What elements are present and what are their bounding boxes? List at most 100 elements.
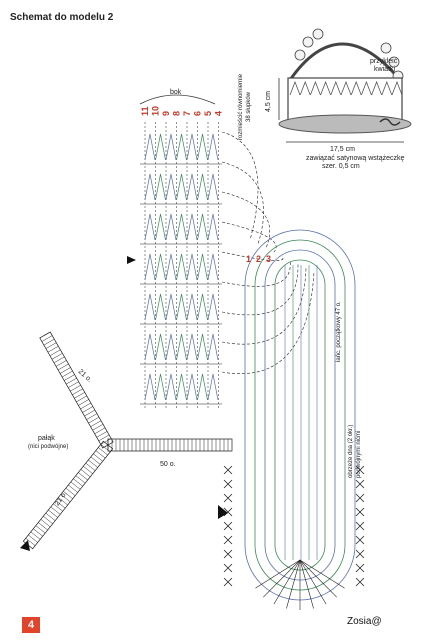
handle-arms <box>22 331 233 550</box>
handle-stitch <box>55 360 67 367</box>
handle-stitch <box>53 356 65 364</box>
oval-ring <box>274 259 326 571</box>
basket-width-label: 17,5 cm <box>330 146 355 153</box>
edge-stitch <box>355 521 365 531</box>
edge-stitch <box>355 507 365 517</box>
handle-stitch <box>39 331 51 339</box>
handle-stitch <box>43 338 55 346</box>
handle-stitch <box>88 459 98 468</box>
edge-stitch <box>355 577 365 587</box>
start-arrow-side <box>127 256 136 264</box>
fan-stitch <box>144 253 156 281</box>
flower-icon <box>294 49 306 61</box>
edge-stitch <box>223 563 233 573</box>
side-label: bok <box>170 89 182 96</box>
fan-stitch <box>144 293 156 321</box>
handle-stitch <box>78 472 88 481</box>
base-fan-stitch <box>286 559 301 609</box>
fan-stitch <box>186 213 198 241</box>
fan-stitch <box>186 133 198 161</box>
edge-stitch <box>355 563 365 573</box>
handle-stitch <box>85 462 96 471</box>
basket-picket <box>391 80 403 96</box>
fan-stitch <box>176 213 187 241</box>
handle-stitch <box>88 416 100 424</box>
edge-stitch <box>355 465 365 475</box>
connector-arc <box>221 263 299 316</box>
handle-stitch <box>90 456 101 465</box>
handle-stitch <box>57 363 69 371</box>
handle-stitch <box>64 374 75 381</box>
base-row-mark: 3 <box>266 254 271 264</box>
handle-stitch <box>70 385 81 392</box>
ribbon-bow <box>379 118 401 126</box>
handle-stitch <box>73 478 83 487</box>
fan-stitch <box>155 173 166 201</box>
basket-picket <box>381 80 393 96</box>
fan-stitch <box>165 253 177 281</box>
fan-stitch <box>186 333 198 361</box>
connector-arc <box>221 271 315 374</box>
handle-sublabel: (nici podwójne) <box>28 444 68 450</box>
basket-picket <box>299 80 311 96</box>
fan-stitch <box>186 373 198 401</box>
fan-stitch <box>207 213 219 241</box>
fan-stitch <box>207 293 219 321</box>
handle-stitch <box>68 381 79 388</box>
row-number: 10 <box>151 106 161 116</box>
handle-stitch <box>59 367 71 374</box>
flower-icon <box>312 28 324 40</box>
fan-stitch <box>176 173 187 201</box>
handle-stitch <box>100 444 111 453</box>
base-fan-stitch <box>263 559 301 598</box>
fan-stitch <box>144 133 156 161</box>
handle-stitch <box>80 402 91 410</box>
oval-ring <box>244 229 356 601</box>
basket-picket <box>289 80 301 96</box>
connector-arc <box>221 161 264 245</box>
connector-arc <box>221 131 259 241</box>
handle-stitch <box>25 537 36 546</box>
fan-stitch <box>207 253 219 281</box>
oval-ring <box>254 239 346 591</box>
base-fan-stitch <box>255 559 301 589</box>
fan-stitch <box>176 133 187 161</box>
fan-stitch <box>207 373 219 401</box>
edge-stitch <box>223 577 233 587</box>
row-number: 4 <box>214 111 224 116</box>
fan-stitch <box>165 213 177 241</box>
handle-stitch <box>86 413 98 420</box>
handle-label: pałąk <box>38 435 55 442</box>
flower-icon <box>302 36 314 48</box>
signature: Zosia@ <box>347 616 382 627</box>
fan-stitch <box>207 133 219 161</box>
fan-stitch <box>186 253 198 281</box>
handle-stitch <box>55 500 66 509</box>
basket-picket <box>361 80 372 96</box>
side-note-1: rozmieścić równomiernie <box>238 73 244 140</box>
basket-pickets <box>289 80 403 96</box>
fan-stitch <box>155 213 166 241</box>
flowers-note-2: kwiatki <box>374 66 395 73</box>
edge-stitch <box>355 493 365 503</box>
fan-stitch <box>186 293 198 321</box>
fan-stitch <box>155 253 166 281</box>
oval-ring <box>264 249 336 581</box>
ribbon-note-2: szer. 0,5 cm <box>322 163 360 170</box>
handle-arm-top-label: 21 o. <box>77 368 93 384</box>
handle-stitch <box>76 395 87 403</box>
row-number: 8 <box>172 111 182 116</box>
handle-stitch <box>68 484 78 493</box>
handle-chart: 21 o. 21 o. 50 o. pałąk (nici podwójne) <box>20 331 233 551</box>
fan-stitch <box>197 373 208 401</box>
edge-stitch <box>223 535 233 545</box>
fan-stitch <box>186 173 198 201</box>
fan-stitch <box>144 333 156 361</box>
handle-stitch <box>95 450 106 459</box>
row-number: 11 <box>140 106 150 116</box>
basket-picket <box>340 80 352 96</box>
connector-arc <box>221 221 277 253</box>
handle-stitch <box>72 388 83 395</box>
